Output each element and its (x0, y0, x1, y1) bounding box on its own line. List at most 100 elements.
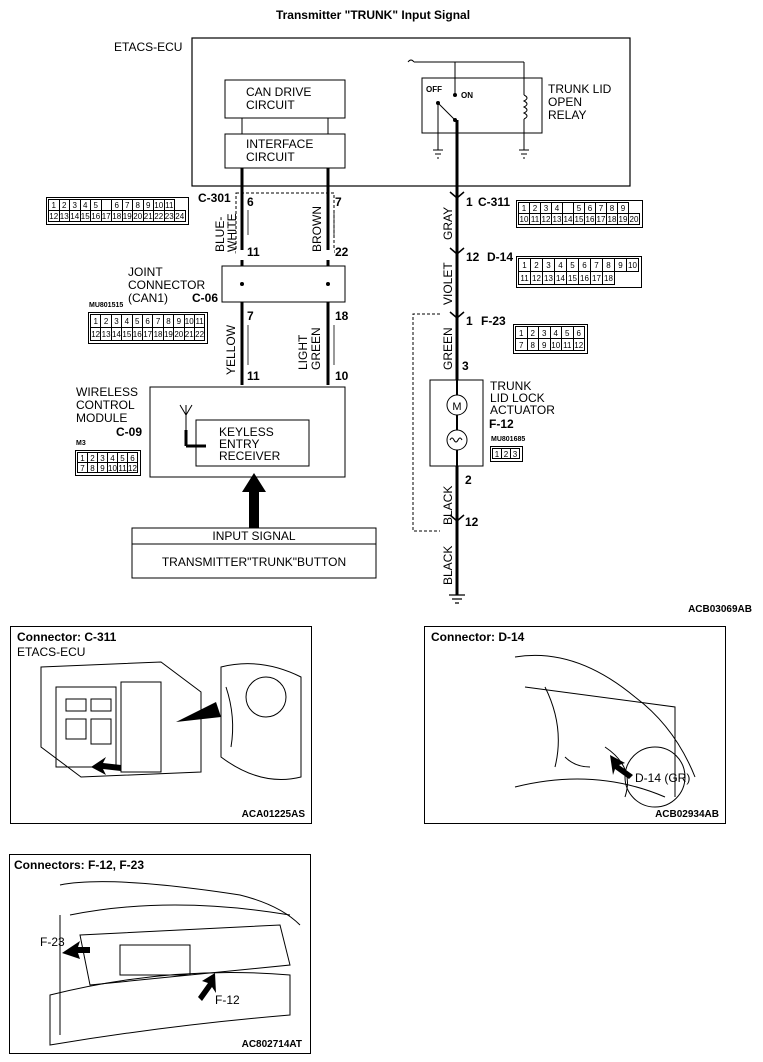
keyless-receiver-box (195, 419, 310, 467)
wire-label-white: WHITE (225, 213, 239, 252)
actuator-label-1: TRUNK (490, 379, 531, 393)
keyless-label-2: ENTRY (219, 437, 259, 451)
relay-label-1: TRUNK LID (548, 82, 612, 96)
ecu-illustration (40, 661, 302, 780)
wire-label-violet: VIOLET (441, 262, 455, 305)
d14-pin: 10 (626, 258, 639, 272)
signal-arrow (242, 473, 266, 528)
c311-label: C-311 (478, 195, 510, 209)
panel-d14-code: ACB02934AB (655, 809, 719, 820)
f12-pin: 3 (510, 448, 520, 459)
button-label: TRANSMITTER"TRUNK"BUTTON (162, 555, 346, 569)
c06-label: C-06 (192, 291, 218, 305)
can-drive-label-1: CAN DRIVE (246, 85, 311, 99)
joint-label-1: JOINT (128, 265, 163, 279)
d14-pin: 18 (602, 271, 615, 285)
pin-11b: 11 (247, 369, 260, 383)
wire-label-black: BLACK (441, 486, 455, 525)
panel-c311-code: ACA01225AS (241, 809, 305, 820)
can-drive-box (224, 79, 346, 119)
diagram-code: ACB03069AB (688, 604, 752, 615)
c06-code: MU801515 (89, 302, 124, 309)
d14-label: D-14 (487, 250, 513, 264)
panel-d14: Connector: D-14 D-14 (GR) ACB02934AB (424, 626, 726, 824)
panel-d14-title: Connector: D-14 (431, 630, 525, 644)
wire-label-gray: GRAY (441, 207, 455, 240)
c301-label: C-301 (198, 191, 231, 205)
f23-label: F-23 (481, 314, 506, 328)
pin-11: 11 (247, 245, 260, 259)
actuator-label-2: LID LOCK (490, 391, 545, 405)
pin-12: 12 (466, 250, 480, 264)
relay-label-2: OPEN (548, 95, 582, 109)
wire-label-green-right: GREEN (441, 327, 455, 370)
pin-1b: 1 (466, 314, 473, 328)
relay-label-3: RELAY (548, 108, 586, 122)
c311-pin: 20 (628, 213, 640, 225)
panel-c311-title: Connector: C-311 (17, 630, 117, 644)
keyless-label-1: KEYLESS (219, 425, 274, 439)
pin-22: 22 (335, 245, 349, 259)
f23-pin: 12 (572, 338, 585, 351)
keyless-label-3: RECEIVER (219, 449, 281, 463)
door-illustration (514, 654, 696, 808)
relay-coil (522, 94, 528, 120)
pin-7b: 7 (247, 309, 254, 323)
f12-label: F-12 (489, 417, 514, 431)
panel-f12-f23: Connectors: F-12, F-23 F-23 F-12 AC80271… (9, 854, 311, 1054)
pin-2: 2 (465, 473, 472, 487)
pin-7: 7 (335, 195, 342, 209)
ground-icon (449, 594, 465, 604)
ecu-box (191, 37, 631, 187)
pin-18: 18 (335, 309, 349, 323)
f23-callout: F-23 (40, 935, 65, 949)
panel-c311-sub: ETACS-ECU (17, 645, 86, 659)
can-drive-label-2: CIRCUIT (246, 98, 295, 112)
relay-off: OFF (426, 85, 442, 94)
wcm-label-1: WIRELESS (76, 385, 138, 399)
c06-pin: 11 (193, 314, 206, 328)
panel-f12-code: AC802714AT (241, 1039, 302, 1050)
d14-callout: D-14 (GR) (635, 771, 691, 785)
relay-box (421, 77, 543, 134)
pin-10: 10 (335, 369, 349, 383)
f12-code: MU801685 (491, 436, 526, 443)
pin-3: 3 (462, 359, 469, 373)
input-signal-label: INPUT SIGNAL (212, 529, 295, 543)
panel-f12-title: Connectors: F-12, F-23 (14, 858, 145, 872)
wire-label-light: LIGHT (296, 334, 310, 370)
relay-on: ON (461, 91, 473, 100)
pin-6: 6 (247, 195, 254, 209)
interface-box (224, 133, 346, 169)
joint-label-3: (CAN1) (128, 291, 168, 305)
c301-pin: 24 (174, 210, 186, 222)
wire-label-black2: BLACK (441, 546, 455, 585)
ecu-label: ETACS-ECU (114, 40, 182, 54)
pin-12b: 12 (465, 515, 479, 529)
wcm-label-2: CONTROL (76, 398, 135, 412)
wcm-label-3: MODULE (76, 411, 127, 425)
c06-pin: 22 (193, 327, 206, 341)
pin-1: 1 (466, 195, 473, 209)
wire-label-green: GREEN (309, 327, 323, 370)
panel-c311: Connector: C-311 ETACS-ECU ACA01225AS (10, 626, 312, 824)
interface-label-1: INTERFACE (246, 137, 313, 151)
actuator-label-3: ACTUATOR (490, 403, 555, 417)
c09-pin: 12 (127, 462, 138, 473)
wire-label-brown: BROWN (310, 206, 324, 252)
joint-label-2: CONNECTOR (128, 278, 205, 292)
wire-label-blue: BLUE- (213, 217, 227, 252)
f12-callout: F-12 (215, 993, 240, 1007)
wire-label-yellow: YELLOW (224, 324, 238, 375)
interface-label-2: CIRCUIT (246, 150, 295, 164)
c09-code: M3 (76, 440, 86, 447)
trunk-illustration (49, 881, 301, 1046)
